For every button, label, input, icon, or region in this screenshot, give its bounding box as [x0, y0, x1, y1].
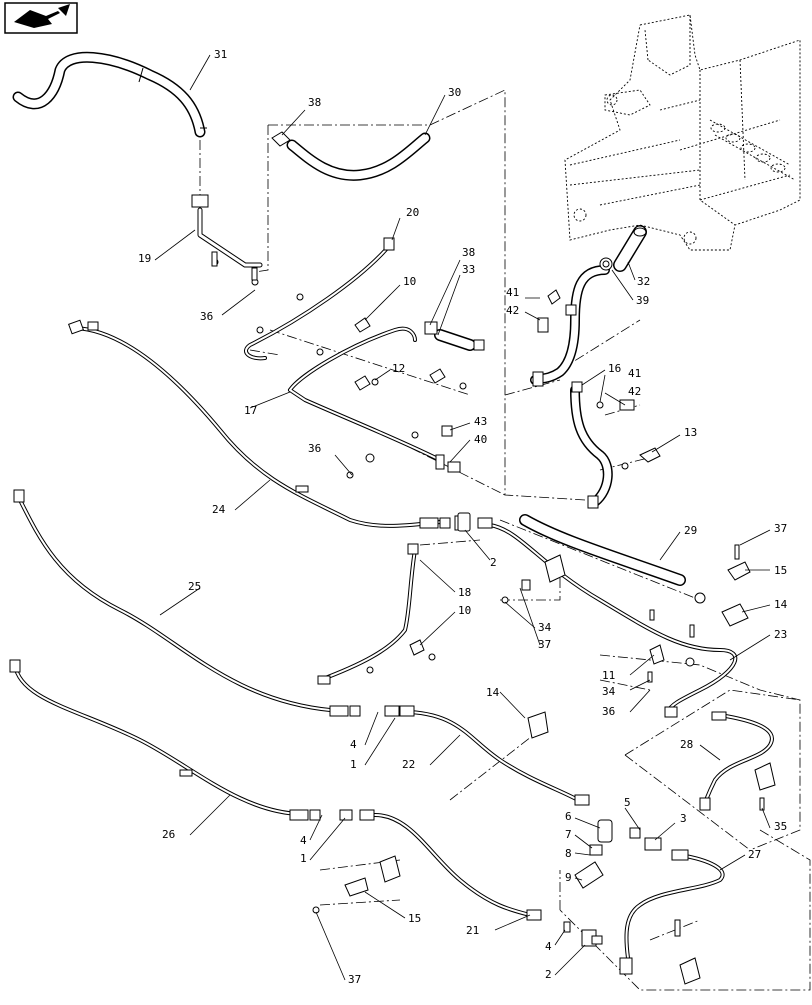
callout-1: 1	[350, 758, 357, 771]
parts-book-icon[interactable]	[4, 2, 78, 34]
callout-41: 41	[506, 286, 519, 299]
callout-34: 34	[602, 685, 616, 698]
callout-42: 42	[628, 385, 641, 398]
hose-31	[12, 51, 207, 138]
callout-6: 6	[565, 810, 572, 823]
callout-37: 37	[538, 638, 551, 651]
callout-17: 17	[244, 404, 257, 417]
hose-30	[286, 132, 431, 181]
callout-8: 8	[565, 847, 572, 860]
callout-13: 13	[684, 426, 697, 439]
callout-1: 1	[300, 852, 307, 865]
callout-24: 24	[212, 503, 226, 516]
callout-19: 19	[138, 252, 151, 265]
callout-36: 36	[200, 310, 213, 323]
tube-33	[434, 329, 476, 351]
callout-2: 2	[490, 556, 497, 569]
callout-38: 38	[462, 246, 475, 259]
hoses	[12, 51, 686, 586]
callout-20: 20	[406, 206, 419, 219]
callout-10: 10	[403, 275, 416, 288]
callout-31: 31	[214, 48, 227, 61]
callout-12: 12	[392, 362, 405, 375]
callout-36: 36	[602, 705, 615, 718]
callout-37: 37	[774, 522, 787, 535]
hose-29	[519, 514, 686, 586]
callout-41: 41	[628, 367, 641, 380]
callout-23: 23	[774, 628, 787, 641]
leaders	[154, 54, 771, 981]
machine-frame	[564, 14, 801, 251]
callout-43: 43	[474, 415, 487, 428]
callout-26: 26	[162, 828, 175, 841]
callout-22: 22	[402, 758, 415, 771]
callout-7: 7	[565, 828, 572, 841]
callout-33: 33	[462, 263, 475, 276]
hydraulic-lines	[13, 207, 774, 960]
callout-2: 2	[545, 968, 552, 981]
callout-labels: 31 38 30 19 36 20 10 38 33 41 42 32 39 1…	[138, 48, 788, 986]
callout-15: 15	[774, 564, 787, 577]
callout-4: 4	[350, 738, 357, 751]
callout-34: 34	[538, 621, 552, 634]
callout-14: 14	[486, 686, 500, 699]
callout-28: 28	[680, 738, 693, 751]
callout-3: 3	[680, 812, 687, 825]
callout-11: 11	[602, 669, 615, 682]
callout-36: 36	[308, 442, 321, 455]
callout-14: 14	[774, 598, 788, 611]
callout-18: 18	[458, 586, 471, 599]
callout-42: 42	[506, 304, 519, 317]
tube-32	[613, 225, 647, 272]
callout-10: 10	[458, 604, 471, 617]
callout-25: 25	[188, 580, 201, 593]
callout-15: 15	[408, 912, 421, 925]
callout-39: 39	[636, 294, 649, 307]
callout-40: 40	[474, 433, 487, 446]
callout-38: 38	[308, 96, 321, 109]
hose-16	[530, 265, 613, 507]
center-lines	[199, 89, 811, 991]
callout-27: 27	[748, 848, 761, 861]
callout-32: 32	[637, 275, 650, 288]
callout-30: 30	[448, 86, 461, 99]
callout-21: 21	[466, 924, 479, 937]
callout-35: 35	[774, 820, 787, 833]
callout-4: 4	[545, 940, 552, 953]
callout-29: 29	[684, 524, 697, 537]
callout-5: 5	[624, 796, 631, 809]
callout-16: 16	[608, 362, 621, 375]
fittings	[9, 131, 776, 985]
callout-4: 4	[300, 834, 307, 847]
callout-9: 9	[565, 871, 572, 884]
callout-37: 37	[348, 973, 361, 986]
